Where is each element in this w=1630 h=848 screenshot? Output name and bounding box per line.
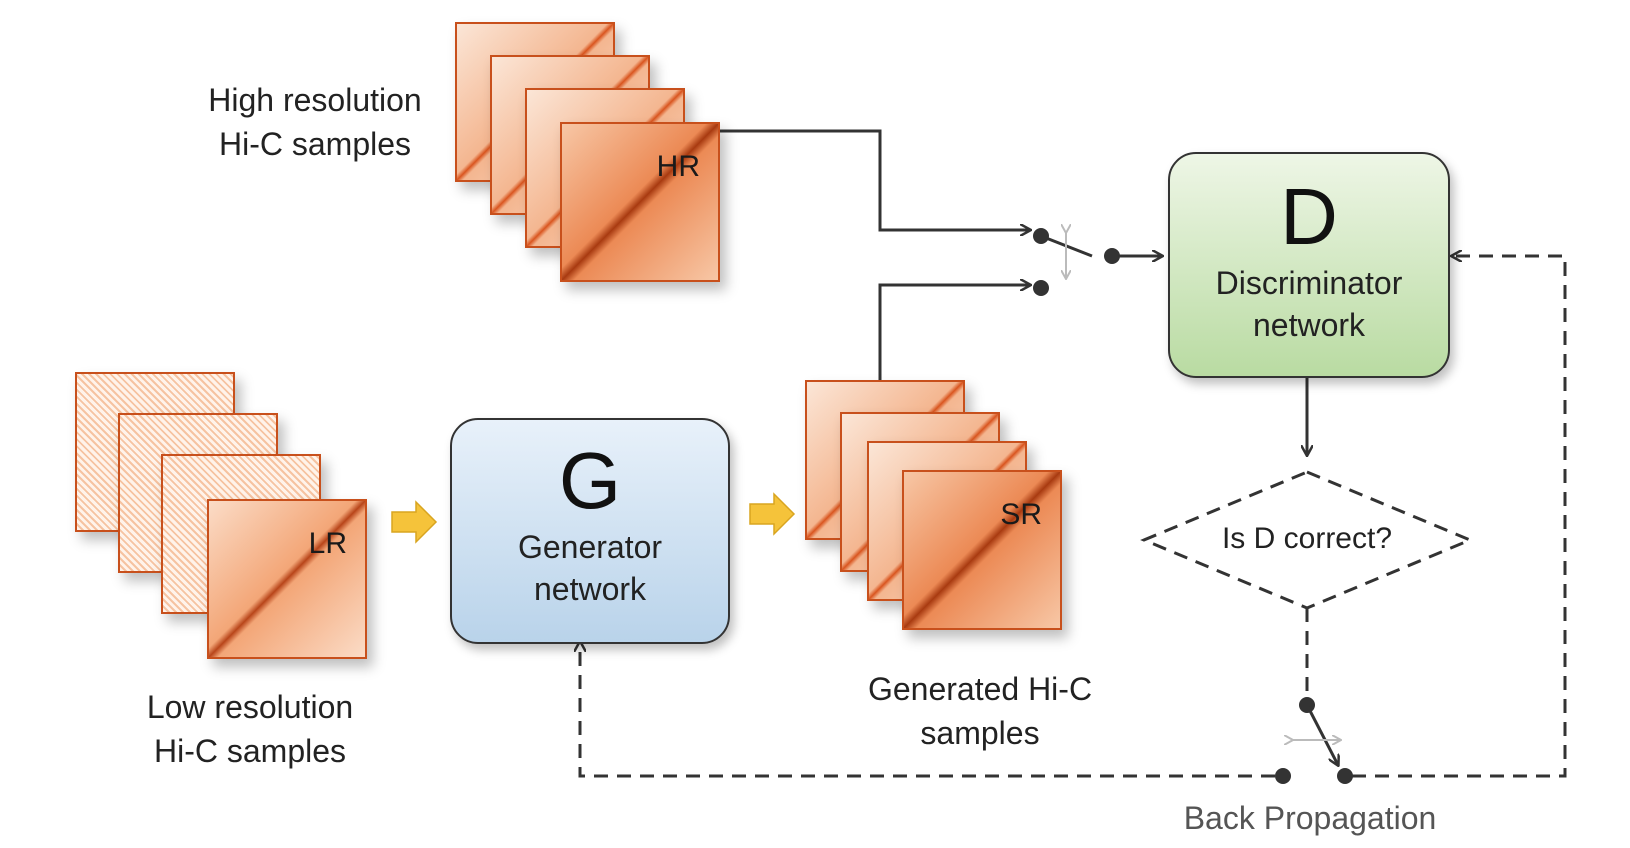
lr-samples-label: Low resolution Hi-C samples xyxy=(120,685,380,773)
bp-to-g-line xyxy=(580,642,1275,778)
discriminator-name-line2: network xyxy=(1252,307,1366,343)
generator-letter: G xyxy=(558,436,622,525)
bp-switch-arm xyxy=(1305,704,1338,765)
sr-to-switch-line xyxy=(878,285,1030,380)
lr-samples-line1: Low resolution xyxy=(146,689,354,725)
switch-pin-top xyxy=(1033,228,1049,244)
discriminator-network-box: D Discriminator network xyxy=(1168,152,1450,378)
g-to-sr-arrow xyxy=(749,492,796,536)
heatmap-texture xyxy=(904,472,1060,628)
hr-samples-label: High resolution Hi-C samples xyxy=(185,78,445,166)
lr-sheet-4: LR xyxy=(207,499,367,659)
generated-samples-line2: samples xyxy=(920,715,1040,751)
generator-name-line1: Generator xyxy=(517,529,663,565)
lr-tag: LR xyxy=(308,527,347,560)
generator-name-line2: network xyxy=(533,571,647,607)
bp-to-d-line xyxy=(1352,256,1567,778)
hr-tag: HR xyxy=(656,150,700,183)
discriminator-name-line1: Discriminator xyxy=(1215,265,1403,301)
generator-network-box: G Generator network xyxy=(450,418,730,644)
hr-samples-line2: Hi-C samples xyxy=(218,126,412,162)
sr-tag: SR xyxy=(1000,498,1042,531)
bp-pin-right xyxy=(1337,768,1353,784)
bp-pin-left xyxy=(1275,768,1291,784)
switch-pin-bottom xyxy=(1033,280,1049,296)
hr-sheet-4: HR xyxy=(560,122,720,282)
discriminator-letter: D xyxy=(1280,172,1338,261)
back-propagation-label: Back Propagation xyxy=(1183,800,1437,836)
lr-to-g-arrow xyxy=(391,500,438,544)
generated-samples-label: Generated Hi-C samples xyxy=(845,667,1115,755)
heatmap-texture xyxy=(562,124,718,280)
hr-to-switch-line xyxy=(720,129,1030,230)
lr-samples-line2: Hi-C samples xyxy=(153,733,347,769)
hr-samples-line1: High resolution xyxy=(208,82,422,118)
heatmap-texture xyxy=(209,501,365,657)
generated-samples-line1: Generated Hi-C xyxy=(867,671,1093,707)
decision-label: Is D correct? xyxy=(1221,522,1393,555)
sr-sheet-4: SR xyxy=(902,470,1062,630)
